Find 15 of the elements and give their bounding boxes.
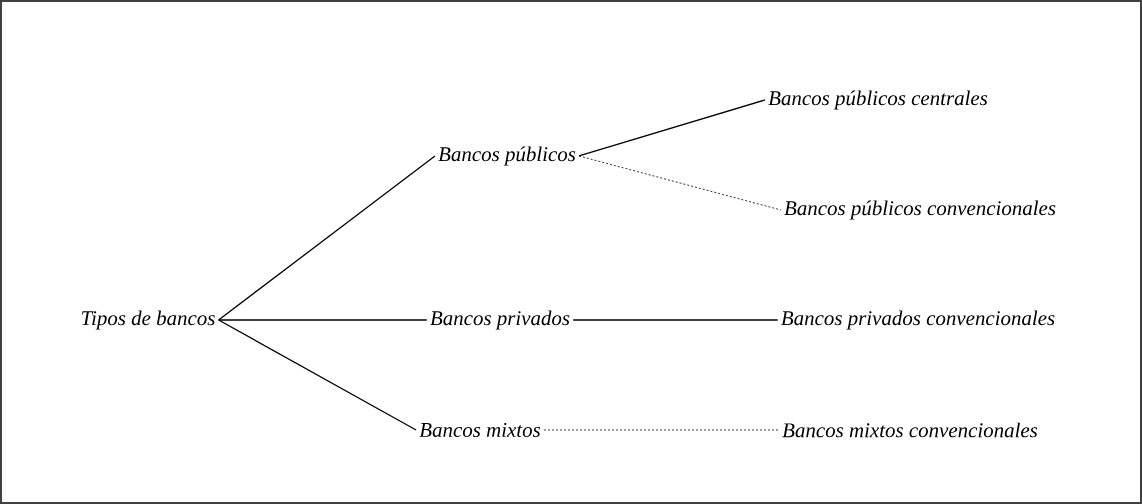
- node-label: Tipos de bancos: [81, 310, 215, 330]
- node-label: Bancos públicos convencionales: [784, 200, 1056, 220]
- node-label: Bancos privados convencionales: [781, 310, 1055, 330]
- connector-line: [543, 429, 780, 431]
- node-label: Bancos públicos centrales: [768, 90, 988, 110]
- node-label: Bancos públicos: [438, 146, 576, 166]
- connector-line: [218, 319, 417, 431]
- node-label: Bancos mixtos: [419, 422, 541, 438]
- connector-line: [578, 99, 766, 157]
- connector-line: [578, 155, 782, 211]
- node-label: Bancos mixtos convencionales: [782, 422, 1038, 438]
- node-label: Bancos privados: [430, 310, 570, 330]
- connector-line: [218, 319, 428, 321]
- connector-line: [218, 155, 436, 321]
- connector-line: [572, 319, 779, 321]
